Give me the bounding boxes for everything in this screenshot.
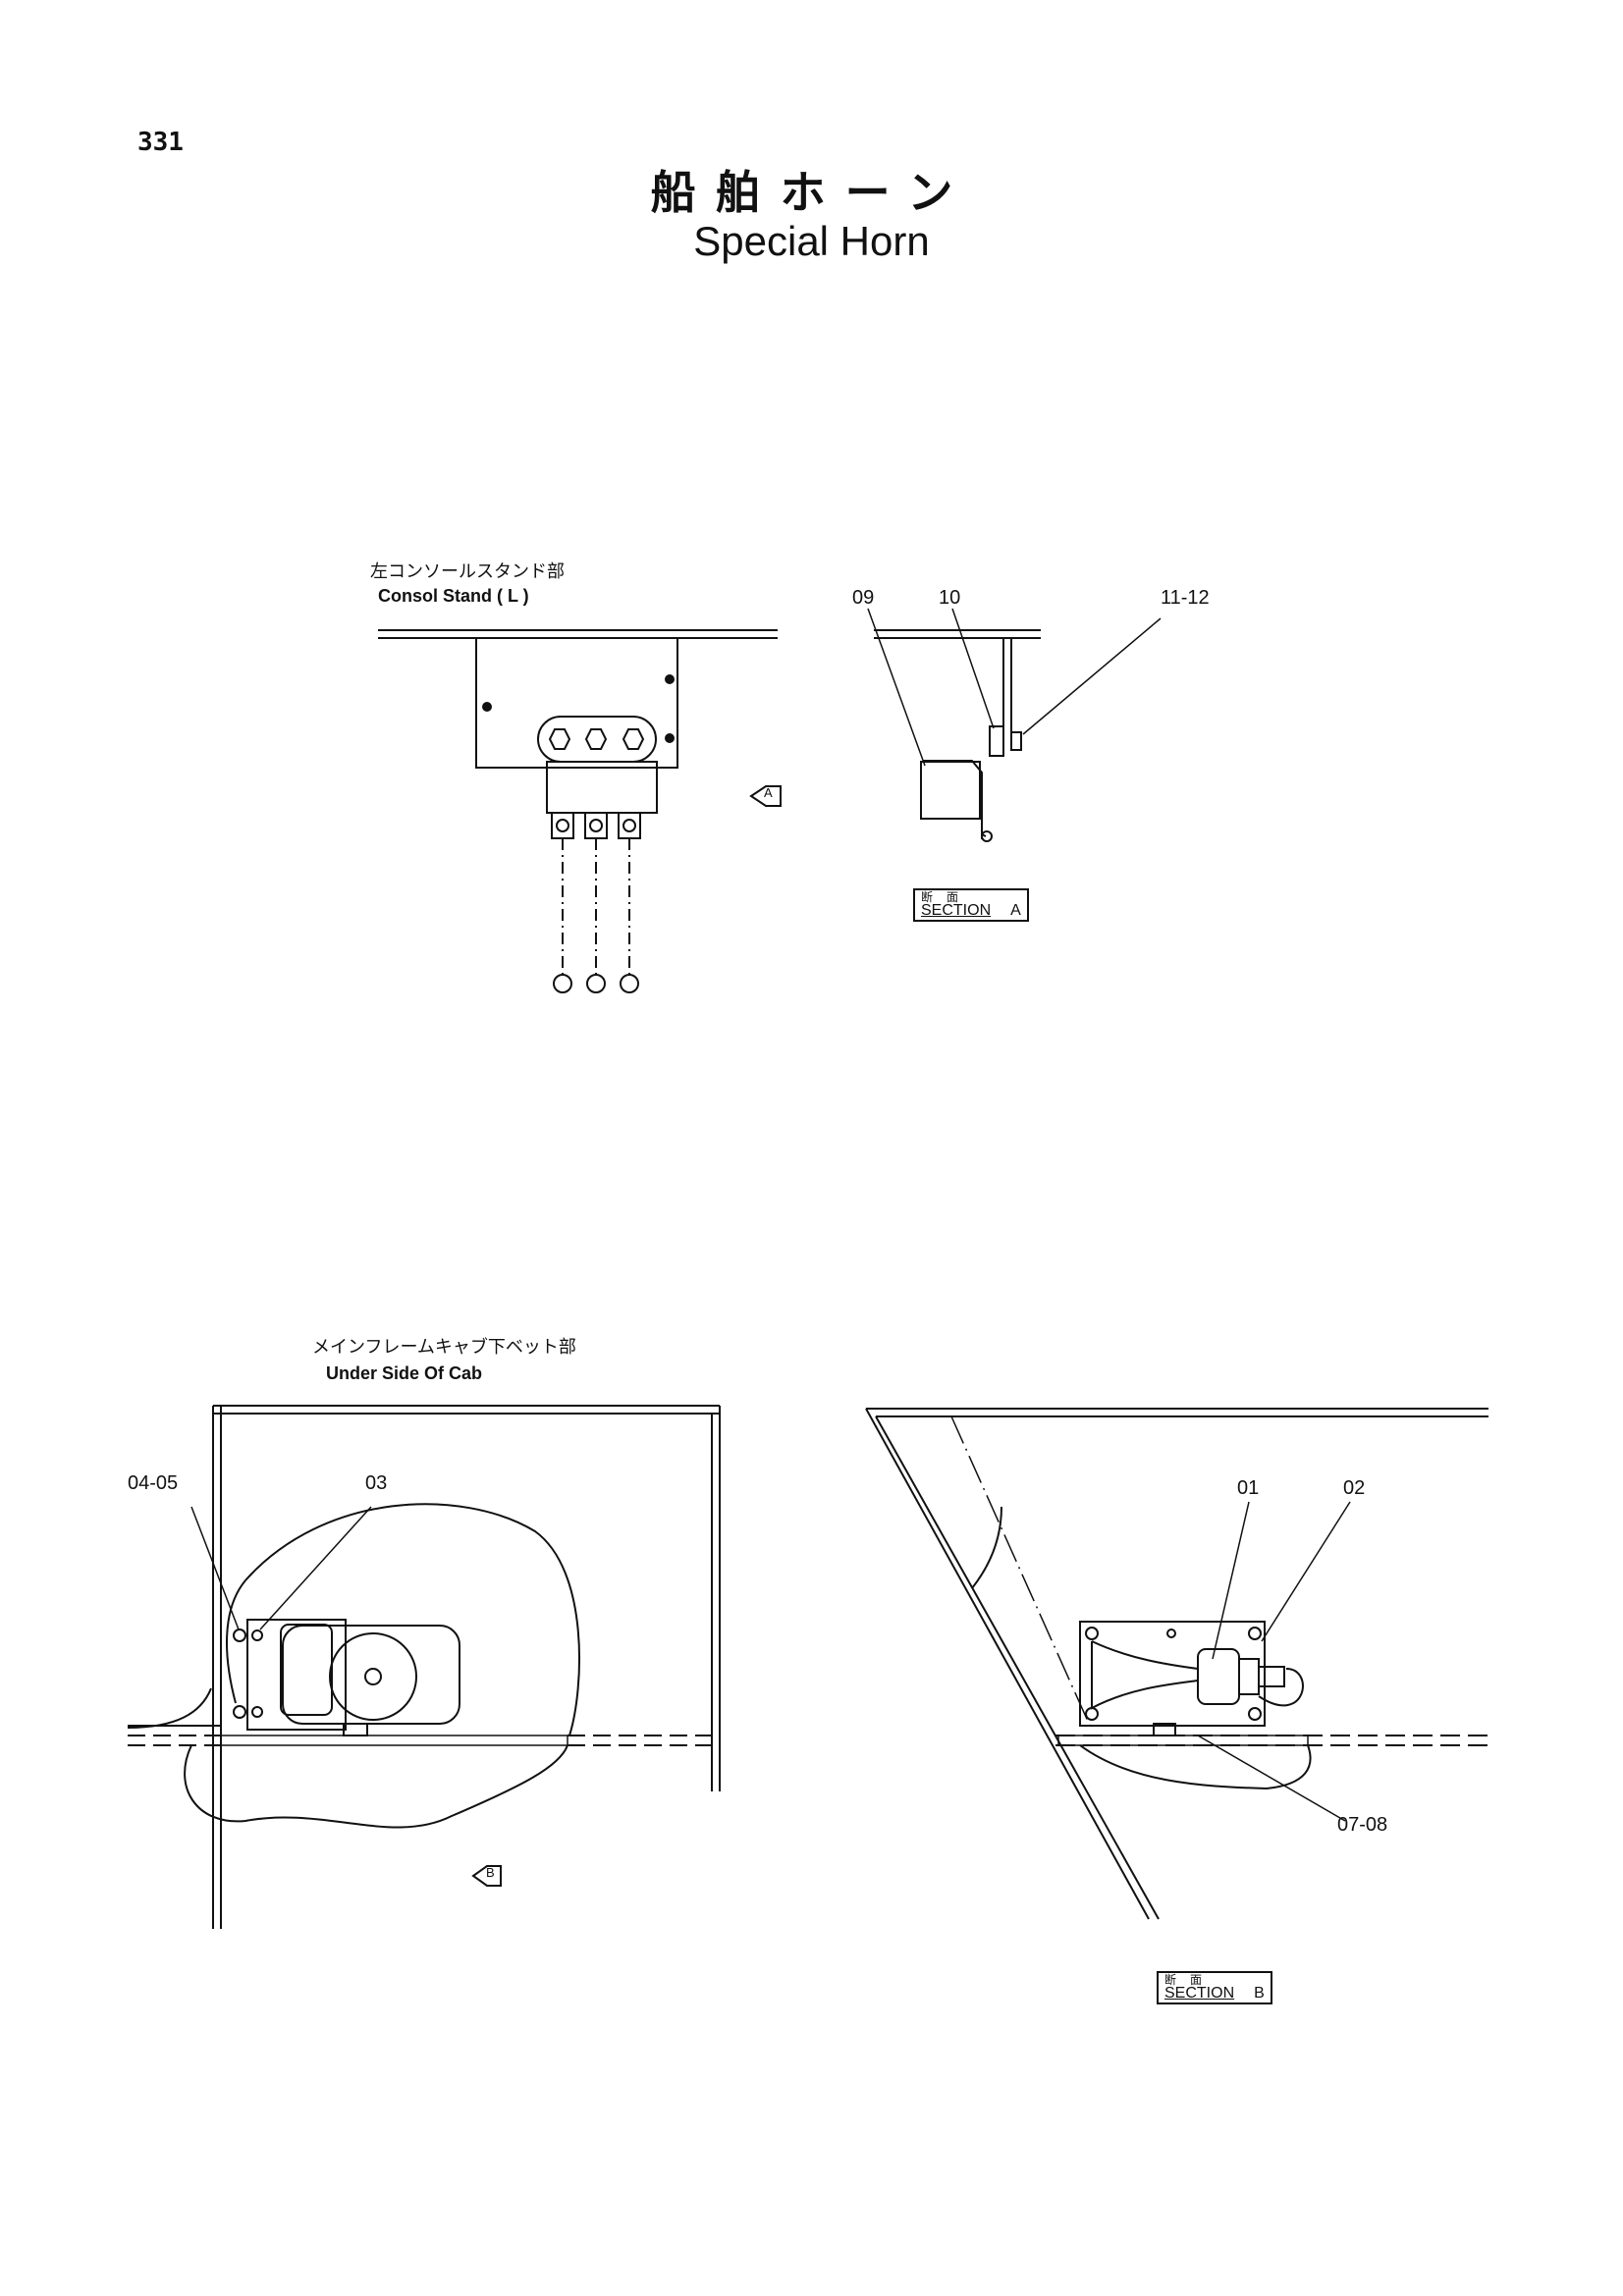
under-side-of-cab-view — [127, 1405, 721, 1929]
section-b-tag-jp: 断面 — [1164, 1973, 1217, 1987]
view-arrow-a — [749, 785, 782, 807]
section-a-tag-word: SECTION — [921, 902, 992, 919]
part-label-04-05: 04-05 — [128, 1472, 179, 1494]
part-label-10: 10 — [939, 587, 961, 609]
part-label-03: 03 — [365, 1472, 388, 1494]
consol-stand-view — [378, 629, 782, 993]
section-b-tag-word: SECTION — [1164, 1985, 1235, 2002]
section-a-tag: 断面 SECTION A — [913, 888, 1029, 922]
section-b-tag: 断面 SECTION B — [1157, 1971, 1272, 2004]
section-a-tag-letter: A — [1010, 902, 1021, 919]
section-a-tag-jp: 断面 — [921, 890, 973, 904]
title-english: Special Horn — [693, 218, 930, 264]
view-arrow-b — [471, 1865, 502, 1887]
consol-stand-caption-jp: 左コンソールスタンド部 — [370, 561, 565, 582]
cab-caption-en: Under Side Of Cab — [326, 1363, 483, 1383]
part-label-11-12: 11-12 — [1161, 587, 1210, 609]
part-label-07-08: 07-08 — [1337, 1814, 1388, 1836]
section-a-view — [867, 608, 1162, 842]
section-b-tag-letter: B — [1254, 1985, 1265, 2002]
page-number: 331 — [137, 128, 184, 157]
view-arrow-b-letter: B — [486, 1865, 495, 1880]
section-b-view — [865, 1408, 1488, 1920]
view-arrow-a-letter: A — [764, 785, 773, 800]
title-japanese: 船舶ホーン — [650, 166, 973, 219]
part-label-02: 02 — [1343, 1477, 1366, 1499]
consol-stand-caption-en: Consol Stand ( L ) — [378, 586, 529, 606]
cab-caption-jp: メインフレームキャブ下ベット部 — [312, 1337, 576, 1358]
part-label-09: 09 — [852, 587, 875, 609]
part-label-01: 01 — [1237, 1477, 1260, 1499]
